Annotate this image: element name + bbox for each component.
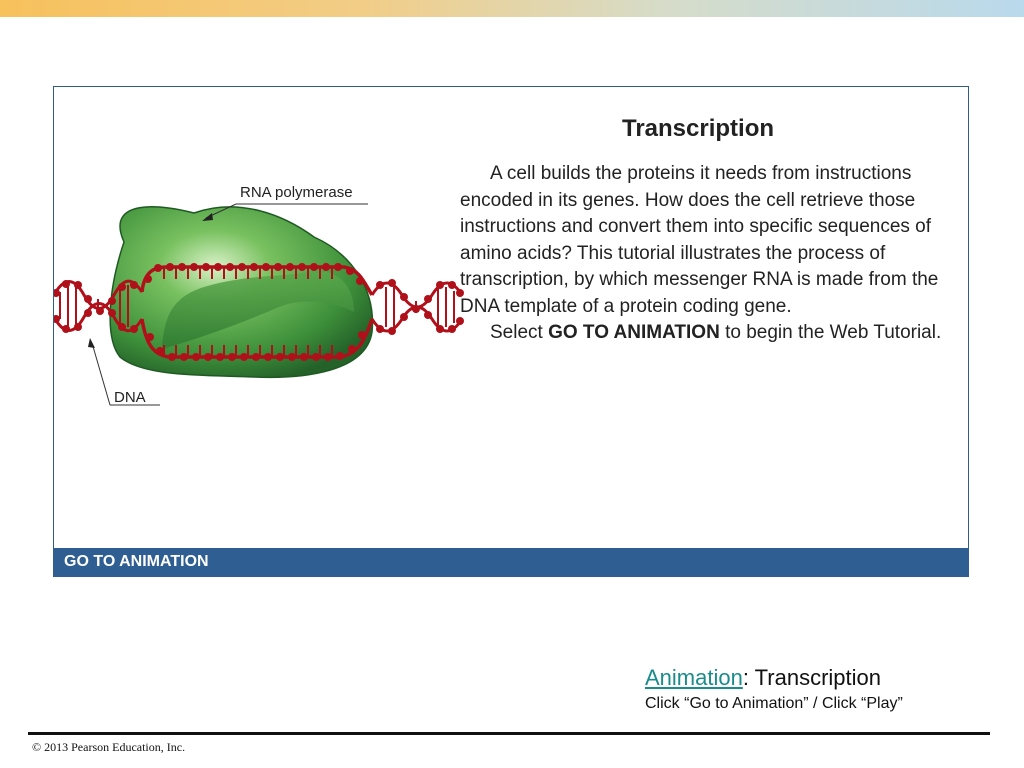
rna-polymerase-label: RNA polymerase [240,184,353,201]
caption-title: Animation: Transcription [645,665,903,691]
animation-link[interactable]: Animation [645,665,743,690]
polymerase-groove [162,271,354,349]
panel-body-text: A cell builds the proteins it needs from… [460,161,950,347]
panel-title: Transcription [622,115,775,142]
dna-bubble-top-strand [140,263,374,296]
dna-callout: DNA [88,338,160,406]
dna-bubble-bottom-strand [140,318,374,361]
slide-caption: Animation: Transcription Click “Go to An… [645,665,903,713]
dna-left-beads [54,280,138,333]
caption-title-suffix: : Transcription [742,665,882,690]
footer-divider [28,732,990,735]
instruction-paragraph: Select GO TO ANIMATION to begin the Web … [460,320,950,347]
copyright-notice: © 2013 Pearson Education, Inc. [32,740,186,754]
dna-label: DNA [114,389,146,406]
dna-right-helix [370,281,464,333]
instruction-suffix: to begin the Web Tutorial. [719,322,942,343]
intro-paragraph: A cell builds the proteins it needs from… [460,163,939,317]
transcription-illustration: RNA polymerase DNA [54,184,464,406]
dna-right-beads [376,279,464,335]
instruction-bold-go-to-animation: GO TO ANIMATION [548,322,720,343]
caption-instruction: Click “Go to Animation” / Click “Play” [645,695,903,712]
dna-left-helix [54,279,144,333]
rna-polymerase-callout: RNA polymerase [202,184,368,221]
go-to-animation-button[interactable]: GO TO ANIMATION [53,548,969,577]
tutorial-panel: RNA polymerase DNA Transcription A cell … [53,86,969,577]
instruction-prefix: Select [490,322,549,343]
top-gradient-band [0,0,1024,17]
